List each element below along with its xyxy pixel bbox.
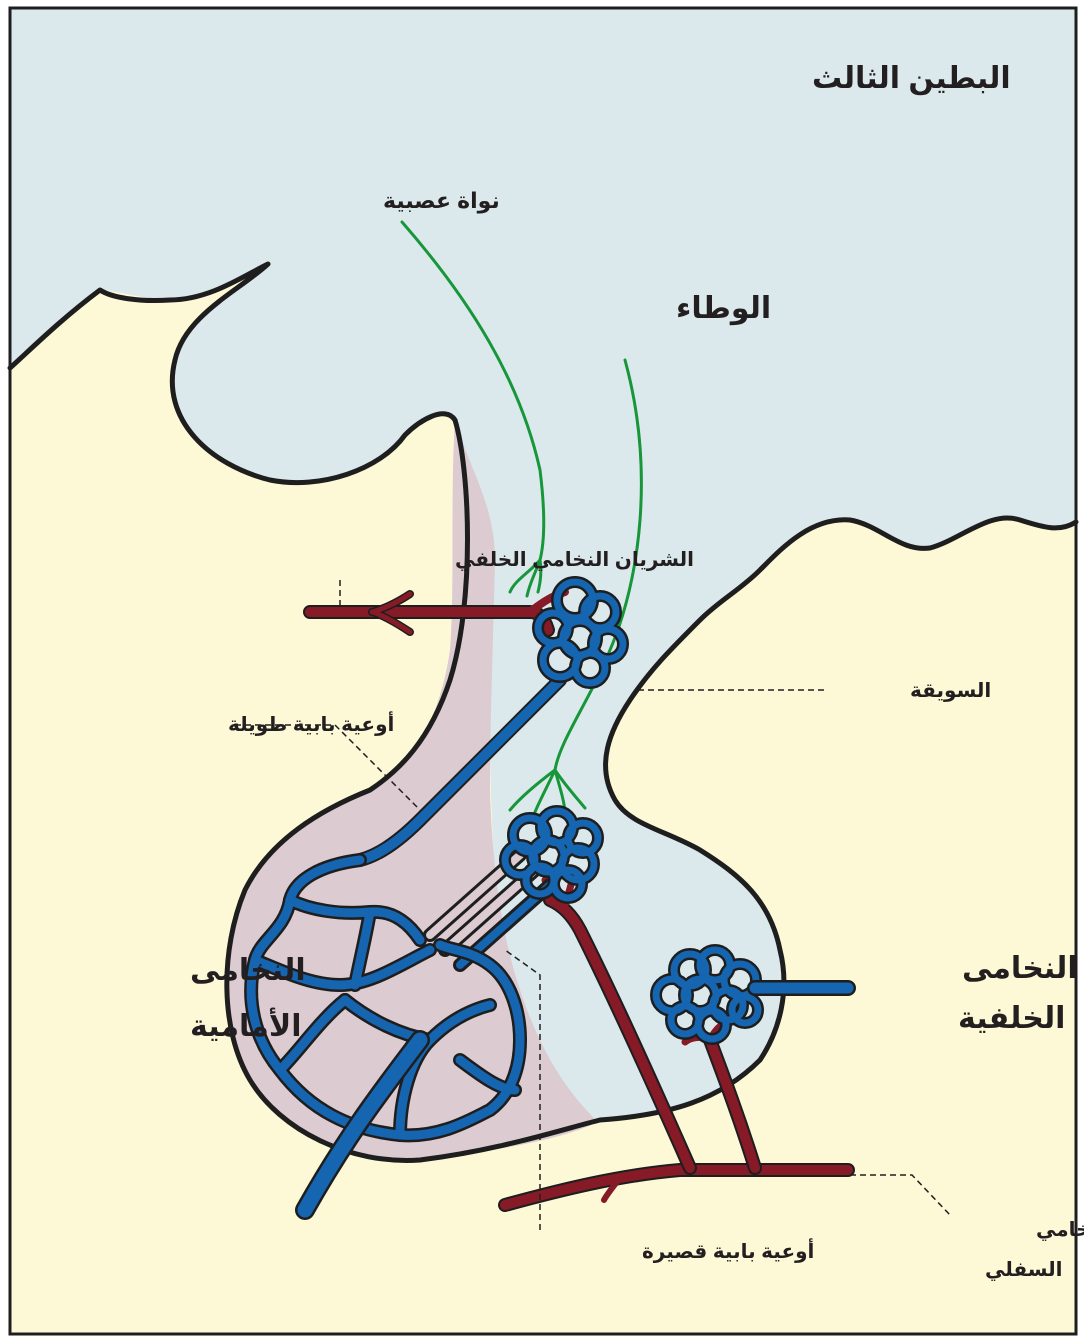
anterior-pituitary-label-line1: النخامى bbox=[190, 954, 306, 987]
hypothalamus-fiber bbox=[553, 358, 643, 772]
long-portal-vessel bbox=[355, 675, 565, 865]
arteries bbox=[303, 588, 855, 1212]
posterior-pituitary-label-line2: الخلفية bbox=[958, 1002, 1065, 1035]
neural-nucleus-fiber bbox=[400, 220, 546, 562]
hypothalamus-fiber-branch-1 bbox=[508, 768, 557, 812]
neural-nucleus-fiber-branch-2 bbox=[525, 558, 542, 598]
leader-long-portal bbox=[235, 724, 421, 811]
stalk-label: السويقة bbox=[910, 680, 991, 702]
hypothalamus-label: الوطاء bbox=[676, 292, 771, 325]
leader-lines bbox=[235, 580, 951, 1230]
portal-veins bbox=[244, 576, 856, 1220]
frame-border bbox=[8, 6, 1078, 1336]
short-portal-vessels-label: أوعية بابية قصيرة bbox=[642, 1237, 814, 1263]
inferior-pituitary-artery-label-line1: الشريان النخامي bbox=[1036, 1219, 1084, 1242]
inferior-artery-barb bbox=[601, 1175, 623, 1203]
anterior-draining-vein bbox=[297, 1032, 428, 1218]
neural-nucleus-fiber-branch-3 bbox=[536, 558, 543, 594]
nerve-fibers bbox=[400, 220, 643, 814]
leader-inferior-artery bbox=[850, 1174, 951, 1216]
short-portal-feeder-artery-inner bbox=[545, 895, 695, 1173]
third-ventricle-region bbox=[10, 8, 1076, 1120]
upper-capillary-plexus-fill bbox=[534, 578, 627, 687]
posterior-pituitary-label-line1: النخامى bbox=[962, 952, 1078, 985]
long-portal-vessels-label: أوعية بابية طويلة bbox=[228, 710, 394, 736]
anterior-pituitary-label-line2: الأمامية bbox=[190, 1007, 301, 1043]
leader-short-portal bbox=[504, 949, 541, 1230]
hypothalamus-fiber-branch-2 bbox=[533, 768, 557, 814]
third-ventricle-label: البطين الثالث bbox=[812, 62, 1011, 95]
posterior-lobe-feeder-artery-inner bbox=[705, 1035, 760, 1173]
short-portal-vessel-2-inner bbox=[441, 866, 539, 954]
inferior-pituitary-artery-label-line2: السفلي bbox=[985, 1259, 1063, 1282]
hypothalamus-outline bbox=[7, 261, 1079, 1163]
lower-capillary-plexus-fill bbox=[501, 807, 602, 902]
posterior-lobe-plexus-fill bbox=[652, 946, 762, 1043]
neural-nucleus-label: نواة عصبية bbox=[383, 188, 500, 214]
posterior-artery-arrow-inner bbox=[369, 591, 413, 635]
inferior-pituitary-artery bbox=[500, 1165, 853, 1210]
posterior-pituitary-artery-label: الشريان النخامي الخلفي bbox=[455, 549, 694, 572]
